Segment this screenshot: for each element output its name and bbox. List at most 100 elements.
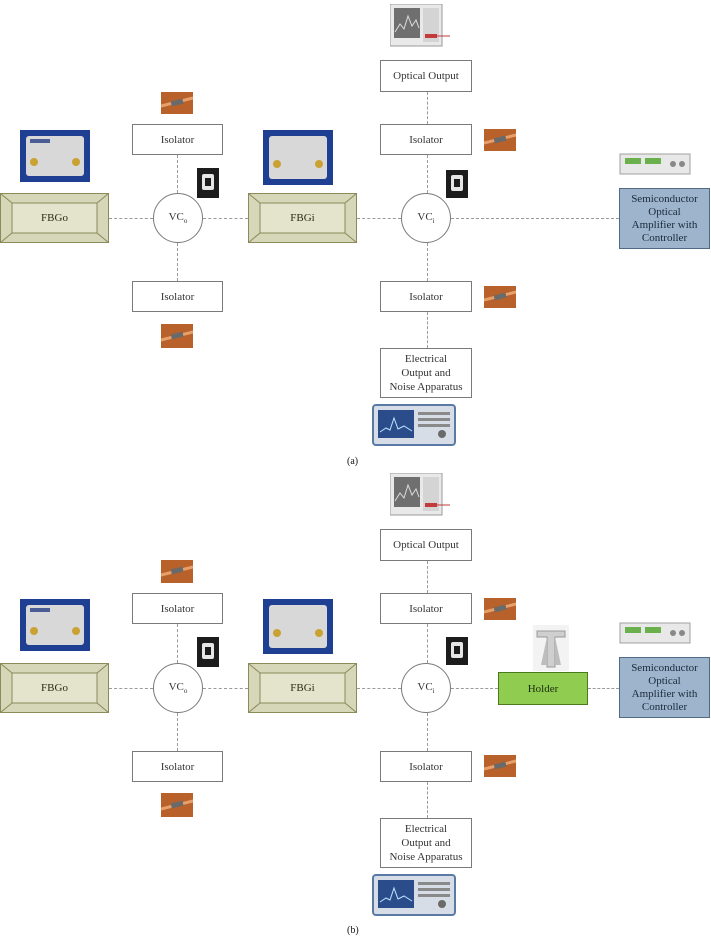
connector-line [177, 243, 178, 281]
soa-label-line: Semiconductor [631, 192, 698, 205]
connector-line [427, 155, 428, 193]
fiber-isolator-photo-icon [160, 324, 194, 348]
soa-label-line: Amplifier with [631, 687, 698, 700]
electrical-output-label-line: Noise Apparatus [389, 381, 463, 393]
fbg-input-box: FBGi [248, 663, 357, 713]
soa-label-line: Semiconductor [631, 661, 698, 674]
isolator-box: Isolator [380, 281, 472, 312]
vc-input-label: VCi [417, 210, 435, 226]
soa-controller-box: Semiconductor Optical Amplifier with Con… [619, 657, 710, 718]
panel-caption: (a) [347, 456, 359, 467]
connector-line [357, 218, 401, 219]
panel-caption: (b) [347, 925, 359, 936]
fbg-enclosure-photo-icon [263, 130, 333, 185]
connector-line [177, 624, 178, 663]
connector-line [177, 155, 178, 193]
electrical-spectrum-analyzer-photo-icon [372, 874, 456, 916]
isolator-box: Isolator [132, 281, 223, 312]
isolator-label: Isolator [409, 602, 443, 615]
connector-line [427, 243, 428, 281]
fiber-isolator-photo-icon [160, 793, 194, 817]
coupler-vc-output: VCo [153, 663, 203, 713]
electrical-spectrum-analyzer-photo-icon [372, 404, 456, 446]
isolator-label: Isolator [160, 602, 195, 615]
fbg-enclosure-photo-icon [20, 130, 90, 182]
fbg-output-label: FBGo [41, 212, 68, 224]
connector-line [427, 713, 428, 751]
connector-line [357, 688, 401, 689]
coupler-photo-icon [197, 637, 219, 667]
fbg-output-box: FBGo [0, 193, 109, 243]
fiber-isolator-photo-icon [483, 286, 517, 308]
coupler-photo-icon [197, 168, 219, 198]
isolator-box: Isolator [132, 751, 223, 782]
soa-label-line: Amplifier with [631, 218, 698, 231]
isolator-box: Isolator [380, 124, 472, 155]
isolator-label: Isolator [160, 760, 195, 773]
electrical-output-label-line: Noise Apparatus [389, 851, 463, 863]
coupler-vc-input: VCi [401, 193, 451, 243]
fbg-input-label: FBGi [290, 682, 315, 694]
connector-line [109, 218, 153, 219]
connector-line [427, 92, 428, 124]
connector-line [177, 713, 178, 751]
isolator-label: Isolator [409, 290, 443, 303]
coupler-photo-icon [446, 170, 468, 198]
connector-line [427, 624, 428, 663]
electrical-output-box: Electrical Output and Noise Apparatus [380, 818, 472, 868]
connector-line [203, 688, 248, 689]
holder-label: Holder [527, 682, 559, 695]
fiber-isolator-photo-icon [483, 129, 517, 151]
electrical-output-label-line: Output and [401, 837, 451, 849]
isolator-label: Isolator [160, 290, 195, 303]
connector-line [451, 218, 619, 219]
fiber-isolator-photo-icon [160, 560, 194, 583]
fbg-enclosure-photo-icon [20, 599, 90, 651]
panel-b: Optical Output Isolator Isolator Isolato… [0, 469, 711, 938]
vc-input-label: VCi [417, 680, 435, 696]
optical-spectrum-analyzer-photo-icon [389, 472, 450, 517]
optical-output-label: Optical Output [393, 70, 459, 82]
optical-output-box: Optical Output [380, 529, 472, 561]
isolator-box: Isolator [380, 751, 472, 782]
coupler-photo-icon [446, 637, 468, 665]
soa-label-line: Optical [648, 674, 681, 687]
isolator-box: Isolator [132, 124, 223, 155]
soa-label-line: Optical [648, 205, 681, 218]
panel-a: Optical Output Isolator Isolator Isolato… [0, 3, 710, 467]
soa-controller-box: Semiconductor Optical Amplifier with Con… [619, 188, 710, 249]
fbg-output-label: FBGo [41, 682, 68, 694]
electrical-output-label-line: Electrical [404, 823, 448, 835]
fbg-output-box: FBGo [0, 663, 109, 713]
soa-label-line: Controller [641, 700, 688, 713]
soa-label-line: Controller [641, 231, 688, 244]
fiber-isolator-photo-icon [483, 755, 517, 777]
electrical-output-box: Electrical Output and Noise Apparatus [380, 348, 472, 398]
electrical-output-label-line: Output and [401, 367, 451, 379]
connector-line [203, 218, 248, 219]
connector-line [427, 782, 428, 818]
connector-line [451, 688, 498, 689]
optical-output-box: Optical Output [380, 60, 472, 92]
holder-stand-photo-icon [533, 625, 569, 671]
fiber-isolator-photo-icon [160, 92, 194, 114]
optical-spectrum-analyzer-photo-icon [389, 3, 450, 48]
connector-line [109, 688, 153, 689]
electrical-output-label-line: Electrical [404, 353, 448, 365]
coupler-vc-input: VCi [401, 663, 451, 713]
isolator-label: Isolator [409, 133, 443, 146]
fbg-enclosure-photo-icon [263, 599, 333, 654]
isolator-label: Isolator [160, 133, 195, 146]
fbg-input-box: FBGi [248, 193, 357, 243]
optical-output-label: Optical Output [393, 539, 459, 551]
connector-line [427, 561, 428, 593]
connector-line [427, 312, 428, 348]
fiber-isolator-photo-icon [483, 598, 517, 620]
isolator-label: Isolator [409, 760, 443, 773]
isolator-box: Isolator [380, 593, 472, 624]
holder-box: Holder [498, 672, 588, 705]
fbg-input-label: FBGi [290, 212, 315, 224]
soa-controller-photo-icon [619, 150, 691, 176]
vc-output-label: VCo [168, 680, 188, 696]
isolator-box: Isolator [132, 593, 223, 624]
